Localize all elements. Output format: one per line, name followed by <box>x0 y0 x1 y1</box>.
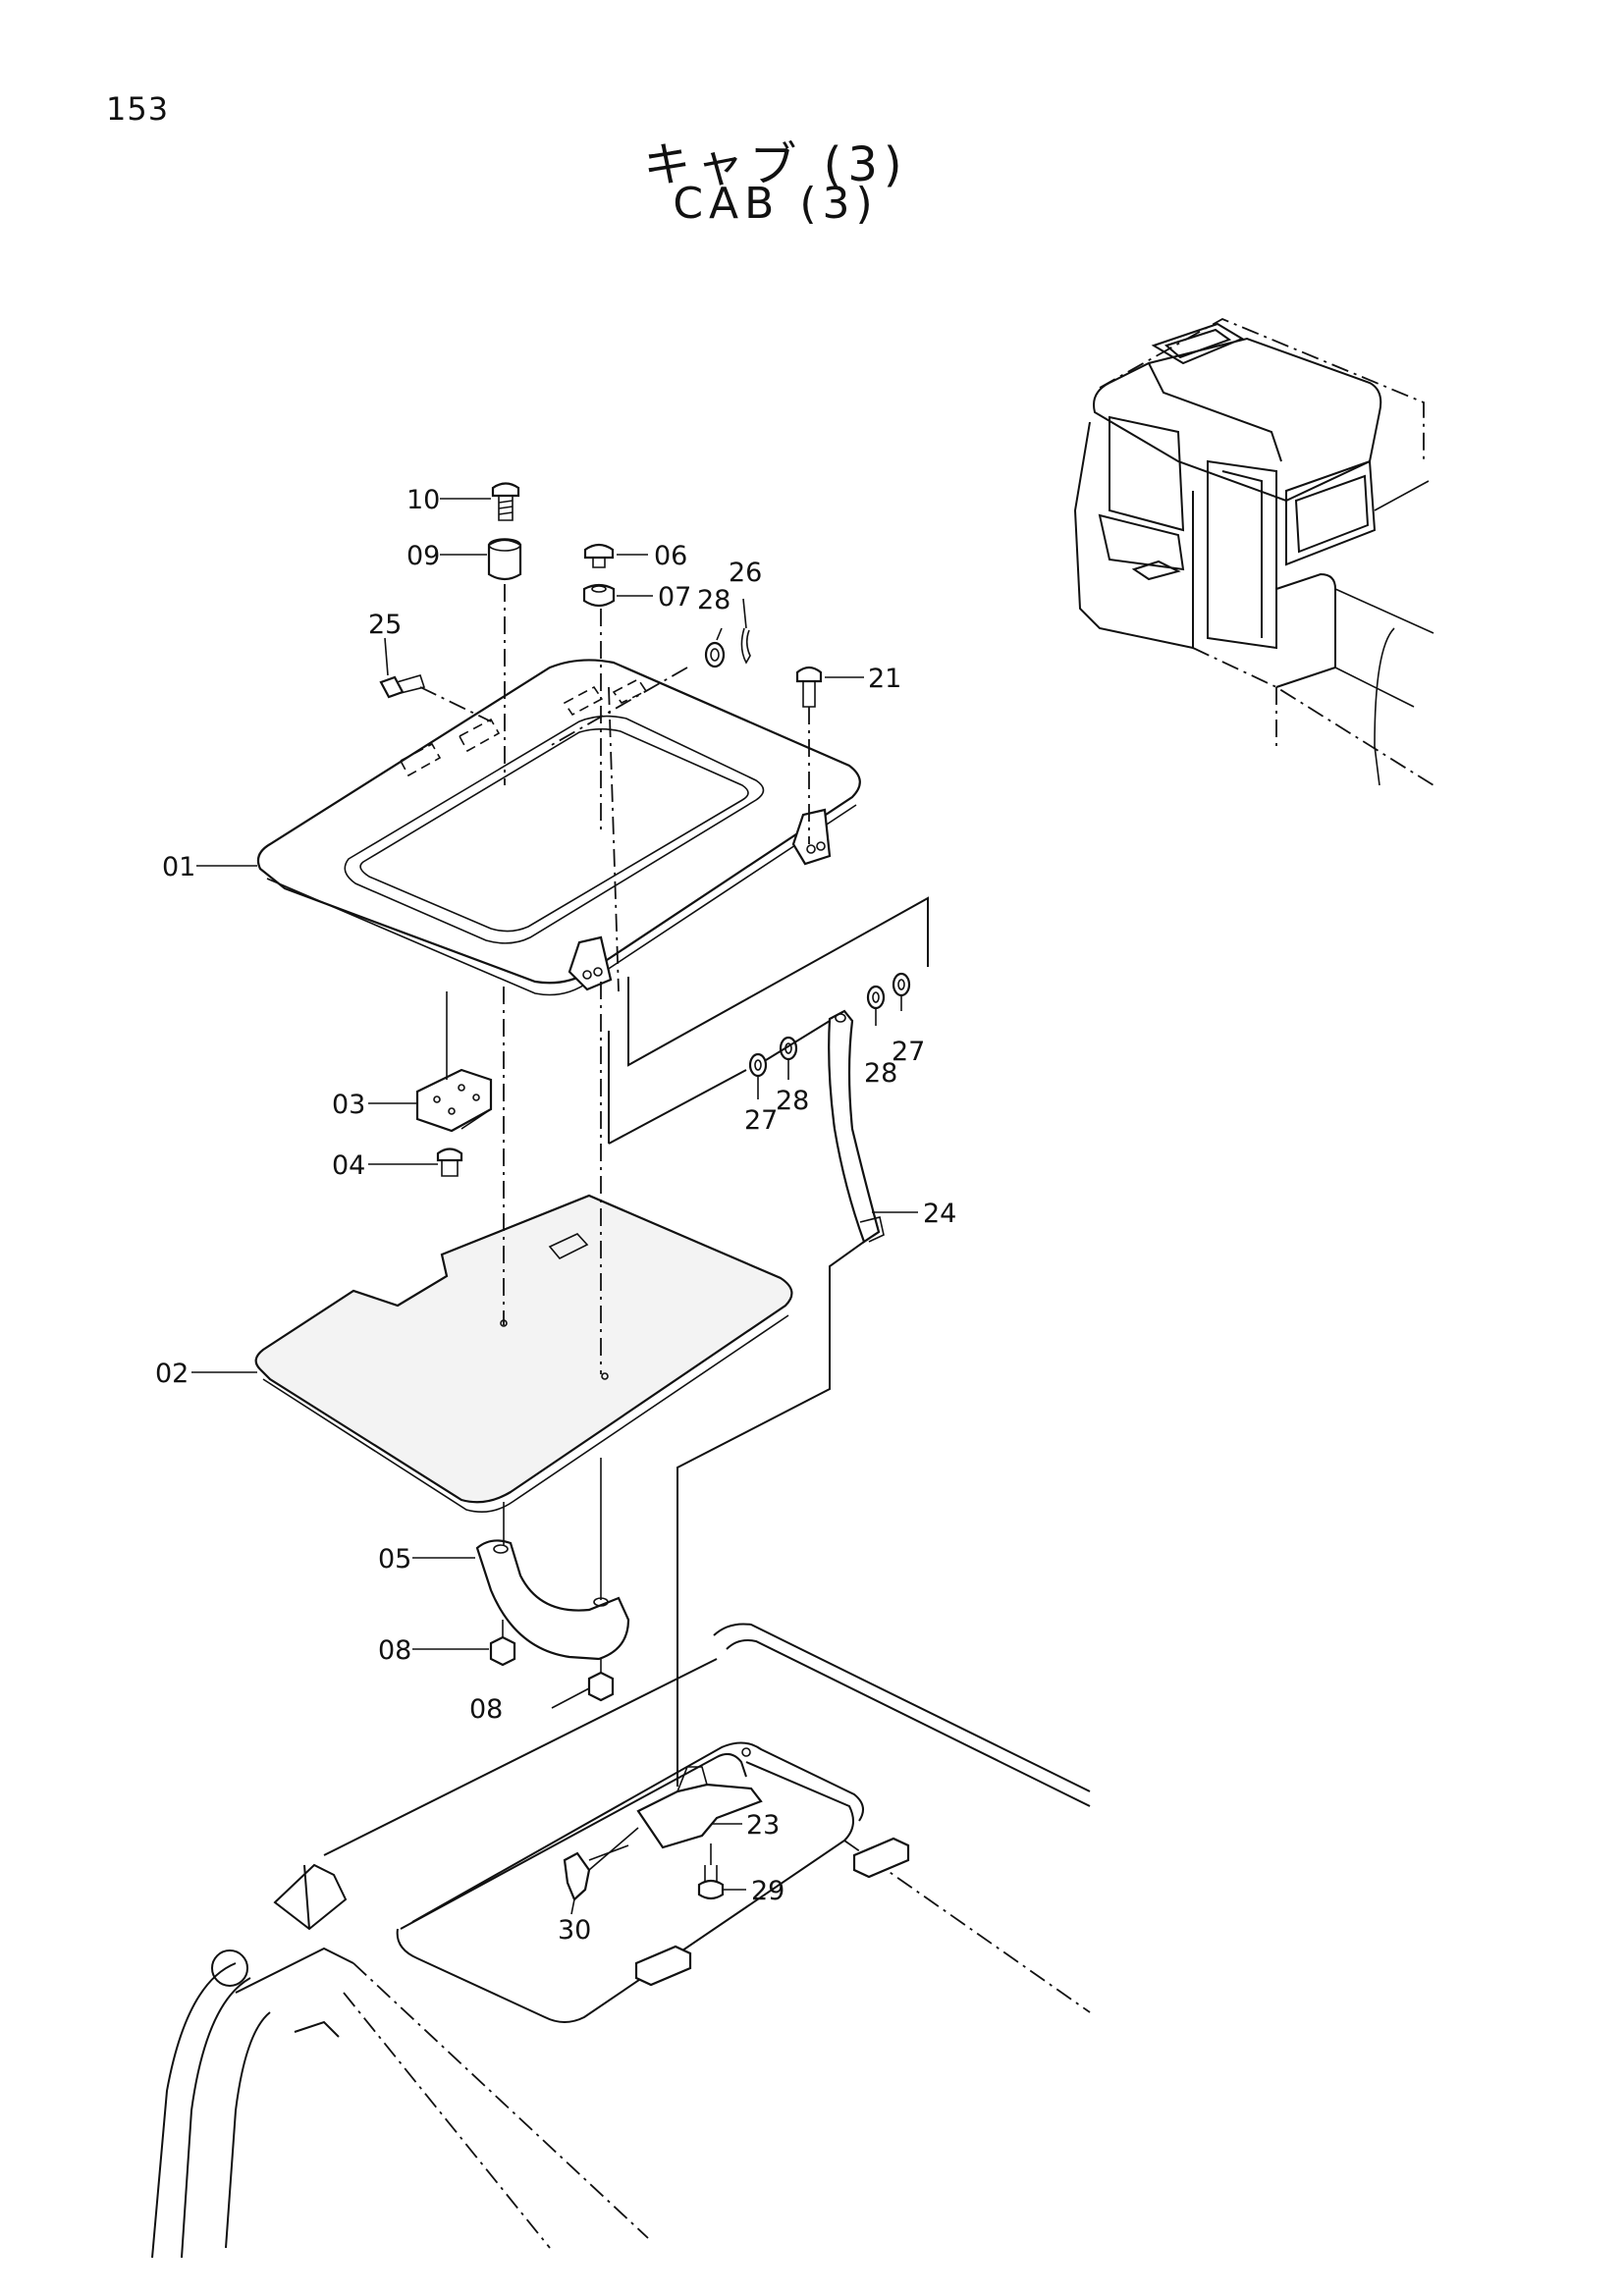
link-arm-24 <box>828 1009 885 1244</box>
knob-30 <box>563 1844 629 1901</box>
nut-08-b <box>587 1671 615 1702</box>
label-30: 30 <box>558 1915 591 1946</box>
bolt-29 <box>697 1865 725 1900</box>
label-24: 24 <box>923 1199 956 1229</box>
bolt-04 <box>436 1148 463 1177</box>
label-27-a: 27 <box>744 1105 778 1136</box>
label-04: 04 <box>332 1150 365 1181</box>
label-28-b: 28 <box>864 1058 897 1089</box>
pin-26 <box>740 627 751 665</box>
washer-28-b <box>866 985 886 1010</box>
washer-27-b <box>892 972 911 997</box>
washer-27-a <box>748 1052 768 1078</box>
cushion-07 <box>582 583 616 608</box>
label-08-a: 08 <box>378 1635 411 1666</box>
label-03: 03 <box>332 1090 365 1120</box>
mat-02 <box>254 1194 793 1513</box>
washer-28-top <box>704 641 726 668</box>
bracket-03 <box>415 1068 493 1133</box>
label-28-a: 28 <box>776 1086 809 1116</box>
page-number: 153 <box>106 90 170 128</box>
spacer-09 <box>487 538 522 581</box>
washer-28-a <box>779 1036 798 1061</box>
label-26: 26 <box>729 558 762 588</box>
assembly-lines <box>419 584 929 1871</box>
label-02: 02 <box>155 1359 189 1389</box>
roof-hatch-01 <box>256 659 861 996</box>
cab-overview-inset <box>1073 318 1434 786</box>
label-29: 29 <box>751 1876 784 1906</box>
label-21: 21 <box>868 664 901 694</box>
label-23: 23 <box>746 1810 780 1841</box>
bolt-25 <box>379 674 426 699</box>
latch-23 <box>636 1747 763 1849</box>
label-27-b: 27 <box>892 1037 925 1067</box>
label-28-top: 28 <box>697 585 730 615</box>
part-labels: 10 09 06 07 26 28 25 21 01 03 04 27 28 2… <box>155 485 956 1946</box>
nut-08-a <box>489 1635 516 1667</box>
label-09: 09 <box>406 541 440 571</box>
label-08-b: 08 <box>469 1694 503 1725</box>
leader-lines <box>191 498 918 1915</box>
bolt-10 <box>491 482 520 521</box>
label-06: 06 <box>654 541 687 571</box>
label-07: 07 <box>658 582 691 613</box>
title-japanese: キャブ (3) <box>643 137 908 192</box>
bolt-21 <box>795 666 823 708</box>
label-25: 25 <box>368 610 402 640</box>
label-10: 10 <box>406 485 440 515</box>
cab-body <box>151 1623 1091 2259</box>
title-english: CAB (3) <box>673 179 879 229</box>
bolt-06 <box>583 543 615 568</box>
label-01: 01 <box>162 852 195 882</box>
label-05: 05 <box>378 1544 411 1575</box>
